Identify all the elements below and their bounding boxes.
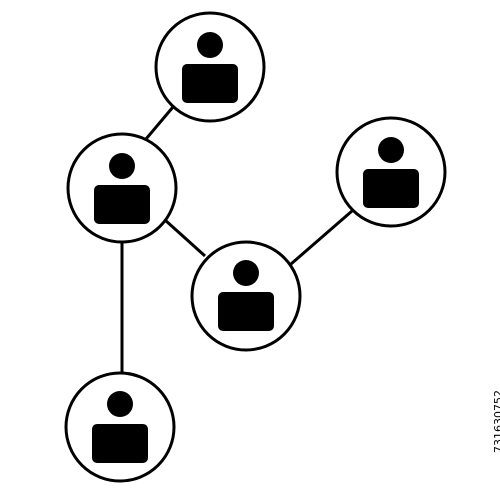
person-icon <box>182 32 238 103</box>
edge-layer <box>120 106 353 375</box>
node-n2 <box>66 132 178 244</box>
node-n3 <box>190 240 302 352</box>
person-icon <box>92 391 148 463</box>
edge-n1-n2 <box>144 106 175 140</box>
person-icon <box>218 260 274 331</box>
edge-n2-n3 <box>163 218 207 258</box>
node-n5 <box>64 371 176 483</box>
node-n4 <box>335 116 447 228</box>
person-icon <box>94 153 150 224</box>
watermark-id: 731630752 <box>492 390 500 453</box>
edge-n3-n4 <box>290 209 353 266</box>
node-n1 <box>154 11 266 123</box>
person-icon <box>363 137 419 208</box>
